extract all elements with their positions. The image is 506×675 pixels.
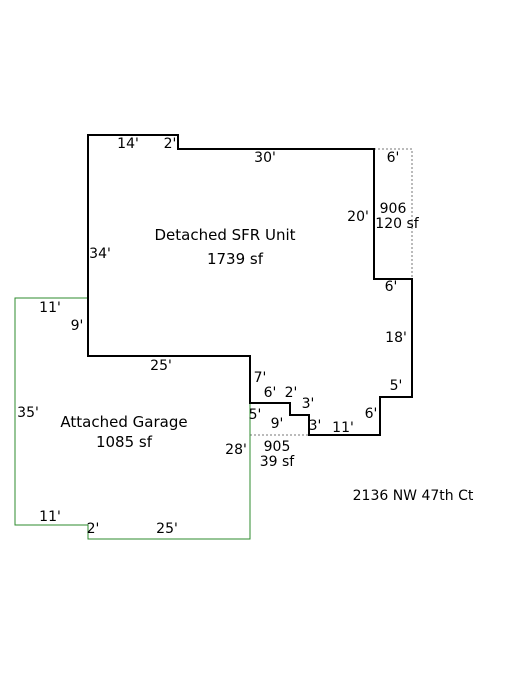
dim-house-step-lower: 6' (365, 406, 378, 422)
dim-house-bottom-right: 11' (332, 420, 354, 436)
dim-house-right: 18' (385, 330, 407, 346)
area-905-name-label: 905 (264, 439, 291, 455)
area-905-size-label: 39 sf (260, 454, 296, 470)
dim-house-right-upper: 20' (347, 209, 369, 225)
dim-house-step-a: 3' (302, 396, 315, 412)
house-name-label: Detached SFR Unit (155, 226, 296, 244)
dim-house-top-step: 2' (164, 136, 177, 152)
dim-house-left-lower: 7' (254, 370, 267, 386)
house-size-label: 1739 sf (207, 250, 264, 268)
dim-house-bottom: 25' (150, 358, 172, 374)
garage-size-label: 1085 sf (96, 433, 153, 451)
dim-area-905-width: 9' (271, 416, 284, 432)
dim-garage-jog: 9' (71, 318, 84, 334)
dim-house-top: 30' (254, 150, 276, 166)
dim-house-notch-top: 6' (387, 150, 400, 166)
dim-garage-right: 28' (225, 442, 247, 458)
garage-name-label: Attached Garage (60, 413, 187, 431)
dim-house-step-b: 3' (309, 418, 322, 434)
dim-house-top-left: 14' (117, 136, 139, 152)
house-outline (87, 134, 413, 436)
dim-house-step-d: 6' (264, 385, 277, 401)
area-906-name-label: 906 (380, 201, 407, 217)
dim-garage-bottom-left: 11' (39, 509, 61, 525)
dim-garage-left: 35' (17, 405, 39, 421)
dim-garage-bottom: 25' (156, 521, 178, 537)
dim-house-step-c: 2' (285, 385, 298, 401)
dim-garage-top: 11' (39, 300, 61, 316)
dim-garage-bottom-step: 2' (87, 521, 100, 537)
dim-house-step-right: 5' (390, 378, 403, 394)
dim-house-notch-bottom: 6' (385, 279, 398, 295)
dim-house-left: 34' (89, 246, 111, 262)
area-906-size-label: 120 sf (375, 216, 419, 232)
property-address: 2136 NW 47th Ct (353, 488, 474, 504)
dim-area-905-side: 5' (249, 407, 262, 423)
